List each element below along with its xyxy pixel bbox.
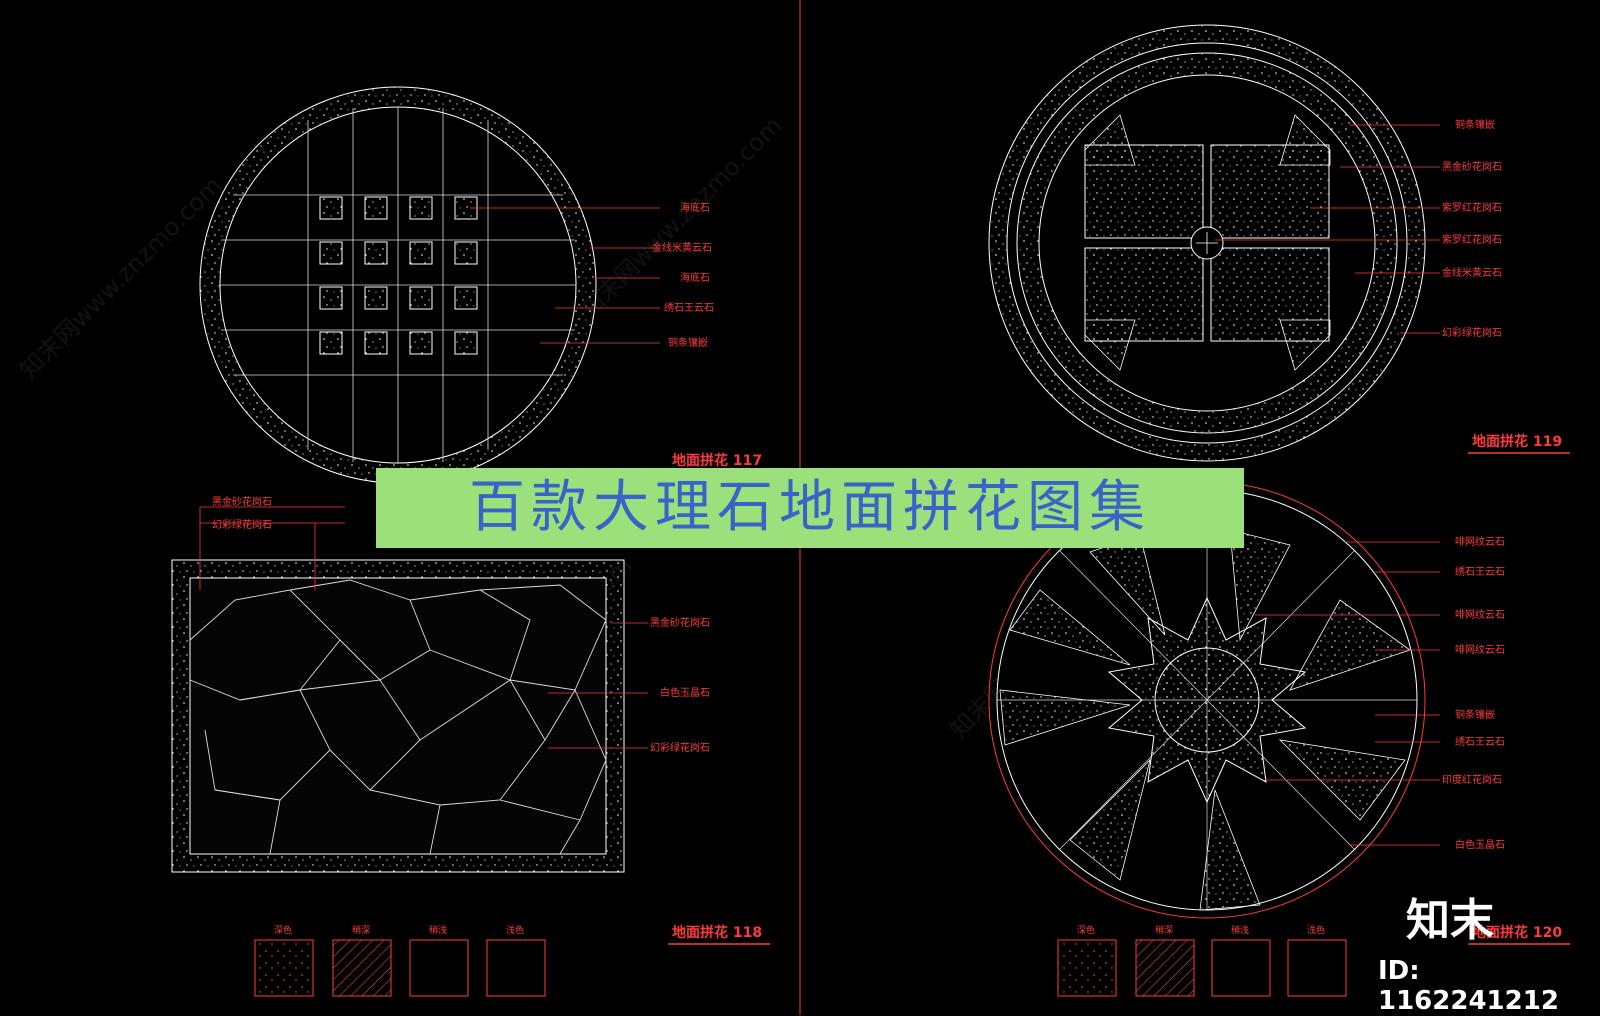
swatch-label: 浅色 [506, 924, 524, 936]
title-banner: 百款大理石地面拼花图集 [376, 468, 1244, 548]
swatch-label: 稍浅 [429, 924, 447, 936]
field-118 [189, 577, 607, 855]
pattern-120: 啡网纹云石 绣石王云石 啡网纹云石 啡网纹云石 铜条镶嵌 绣石王云石 印度红花岗… [988, 481, 1570, 945]
label-117: 海底石 [680, 201, 710, 214]
label-119: 紫罗红花岗石 [1442, 201, 1502, 214]
crazy-paving-118 [189, 579, 607, 855]
label-117: 铜条镶嵌 [668, 336, 708, 349]
swatch-light [1287, 939, 1347, 997]
label-118: 黑金砂花岗石 [212, 495, 272, 508]
radial-segments-120 [999, 529, 1411, 911]
grid-117 [220, 107, 576, 463]
pattern-118: 黑金砂花岗石 幻彩绿花岗石 黑金砂花岗石 白色玉晶石 幻彩绿花岗石 地面拼花 1… [171, 495, 770, 945]
watermark-text: 知末网www.znzmo.com [14, 171, 227, 384]
swatch-label: 深色 [274, 924, 292, 936]
label-118: 白色玉晶石 [660, 686, 710, 699]
swatch-label: 稍浅 [1231, 924, 1249, 936]
swatch-lighter [409, 939, 469, 997]
label-117: 金线米黄云石 [652, 241, 712, 254]
label-118: 黑金砂花岗石 [650, 616, 710, 629]
pattern-119: 铜条镶嵌 黑金砂花岗石 紫罗红花岗石 紫罗红花岗石 金线米黄云石 幻彩绿花岗石 … [988, 24, 1570, 462]
swatch-label: 稍深 [1155, 924, 1173, 936]
center-medallion-120 [1154, 647, 1260, 753]
title-119: 地面拼花 119 [1472, 433, 1562, 450]
swatch-label: 浅色 [1307, 924, 1325, 936]
title-117: 地面拼花 117 [672, 452, 762, 469]
label-119: 铜条镶嵌 [1455, 118, 1495, 131]
swatch-darker [332, 939, 392, 997]
pattern-117: 海底石 金线米黄云石 海底石 绣石王云石 铜条镶嵌 地面拼花 117 [199, 86, 762, 484]
leaders-118 [199, 506, 648, 749]
leaders-120 [1255, 541, 1440, 846]
tile-grid-117 [319, 196, 478, 355]
label-119: 紫罗红花岗石 [1442, 233, 1502, 246]
image-id: ID: 1162241212 [1378, 956, 1559, 1016]
watermark-text: 知末网www.znzmo.com [574, 111, 787, 324]
swatch-lighter [1211, 939, 1271, 997]
label-120: 啡网纹云石 [1455, 608, 1505, 621]
label-120: 绣石王云石 [1455, 565, 1505, 578]
title-120: 地面拼花 120 [1472, 924, 1562, 941]
swatch-dark [1057, 939, 1117, 997]
swatch-legend-left: 深色 稍深 稍浅 浅色 [254, 924, 546, 997]
swatch-darker [1135, 939, 1195, 997]
label-120: 铜条镶嵌 [1455, 708, 1495, 721]
swatch-light [486, 939, 546, 997]
label-117: 海底石 [680, 271, 710, 284]
label-118: 幻彩绿花岗石 [212, 518, 272, 531]
title-118: 地面拼花 118 [672, 924, 762, 941]
label-119: 幻彩绿花岗石 [1442, 326, 1502, 339]
label-120: 印度红花岗石 [1442, 773, 1502, 786]
swatch-dark [254, 939, 314, 997]
label-119: 金线米黄云石 [1442, 266, 1502, 279]
label-117: 绣石王云石 [664, 301, 714, 314]
leaders-119 [1215, 124, 1440, 334]
swatch-label: 稍深 [352, 924, 370, 936]
quad-tiles-119 [1084, 144, 1330, 342]
brand-logo: 知末 [1406, 895, 1494, 946]
swatch-label: 深色 [1077, 924, 1095, 936]
leaders-117 [470, 207, 660, 344]
label-120: 绣石王云石 [1455, 735, 1505, 748]
label-120: 白色玉晶石 [1455, 838, 1505, 851]
label-118: 幻彩绿花岗石 [650, 741, 710, 754]
label-120: 啡网纹云石 [1455, 643, 1505, 656]
swatch-legend-right: 深色 稍深 稍浅 浅色 [1057, 924, 1347, 997]
label-120: 啡网纹云石 [1455, 535, 1505, 548]
label-119: 黑金砂花岗石 [1442, 160, 1502, 173]
